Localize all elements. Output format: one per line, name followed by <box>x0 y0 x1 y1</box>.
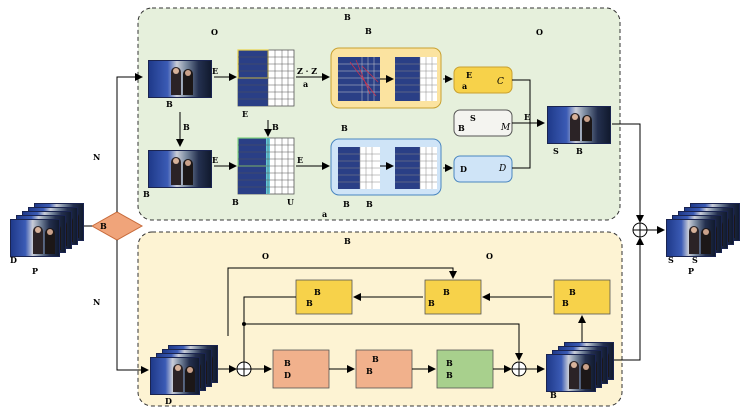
output-sum-plus <box>633 223 647 237</box>
branch-lower-line <box>116 240 149 374</box>
output-caption-2: S <box>692 255 698 265</box>
box-green-line1: B <box>446 358 453 368</box>
box-top-left-line2: B <box>306 298 313 308</box>
branch-upper-line <box>116 73 143 212</box>
merge-label: E <box>524 112 531 122</box>
output-caption-1: S <box>668 255 674 265</box>
top-result-frame <box>547 106 611 144</box>
box-m-left-sub: B <box>458 123 465 133</box>
grid1-caption: E <box>242 109 249 119</box>
bottom-panel-title: B <box>344 236 351 246</box>
frame2-caption: B <box>143 189 150 199</box>
decision-label: B <box>100 221 107 231</box>
top-frame-2 <box>148 150 212 188</box>
arrow-left-to-sum <box>243 296 296 322</box>
box-top-right <box>553 279 611 315</box>
box-top-mid-line2: B <box>428 298 435 308</box>
correlation-grids <box>338 57 437 101</box>
box-orange-1 <box>272 349 330 389</box>
top-panel-title: B <box>344 12 351 22</box>
arrow-right-label: Z · Z <box>297 66 318 76</box>
box-orange2-line1: B <box>372 354 379 364</box>
box-orange1-line1: B <box>284 358 291 368</box>
blue-block-caption-1: B <box>341 123 348 133</box>
arrow-down2-label: B <box>272 122 279 132</box>
box-m-var: M <box>501 123 511 133</box>
box-d-var: D <box>499 164 507 174</box>
box-top-right-line1: B <box>569 287 576 297</box>
skip-dot <box>242 322 246 326</box>
box-top-mid-line1: B <box>443 287 450 297</box>
box-top-left <box>295 279 353 315</box>
box-d-left: D <box>460 164 467 174</box>
branch-upper-label: N <box>93 152 101 162</box>
branch-lower-label: N <box>93 297 101 307</box>
top-bottom-center-label: a <box>322 209 328 219</box>
box-green-line2: B <box>446 370 453 380</box>
sum-node-1-plus <box>237 362 251 376</box>
result-caption-2: B <box>576 146 583 156</box>
decision-diamond <box>90 211 144 241</box>
result-caption-1: S <box>553 146 559 156</box>
box-c-left: E <box>466 70 473 80</box>
grid-block-2 <box>237 137 295 195</box>
bottom-panel <box>137 231 623 407</box>
sum-node-2-plus <box>512 362 526 376</box>
box-top-mid <box>424 279 482 315</box>
frame1-side: E <box>212 66 219 76</box>
bottom-panel-marker-right: O <box>486 251 493 261</box>
box-orange1-line2: D <box>284 370 291 380</box>
yellow-block-caption: B <box>365 26 372 36</box>
input-caption: D <box>10 255 17 265</box>
blue-block-caption-2: B <box>343 199 350 209</box>
bottom-frames-out-caption: B <box>550 390 557 400</box>
skip-connection <box>243 323 523 362</box>
top-frame-1 <box>148 60 212 98</box>
box-orange-2 <box>355 349 413 389</box>
box-m-left: S <box>470 113 476 123</box>
input-label: P <box>32 266 39 276</box>
output-label: P <box>688 266 695 276</box>
matching-grids <box>338 147 437 189</box>
box-orange2-line2: B <box>366 366 373 376</box>
top-result-to-sum <box>612 123 644 223</box>
bottom-result-to-sum <box>612 237 644 361</box>
blue-block-caption-3: B <box>366 199 373 209</box>
bottom-frames-in-caption: D <box>165 396 172 406</box>
bottom-panel-marker-left: O <box>262 251 269 261</box>
box-c-left-sub: a <box>462 81 468 91</box>
arrow-right-sub: a <box>303 79 309 89</box>
box-c-var: C <box>497 77 504 87</box>
box-top-left-line1: B <box>314 287 321 297</box>
box-d <box>453 155 513 183</box>
box-green <box>436 349 494 389</box>
arrow-right2-label: E <box>297 155 304 165</box>
grid-block-1 <box>237 49 295 107</box>
box-top-right-line2: B <box>562 298 569 308</box>
frame1-caption: B <box>166 99 173 109</box>
top-panel-marker-left: O <box>211 27 218 37</box>
grid2-sub: U <box>287 197 294 207</box>
arrow-top-loop <box>227 267 457 336</box>
grid2-caption: B <box>232 197 239 207</box>
frame2-side: E <box>212 155 219 165</box>
arrow-down-label: B <box>183 122 190 132</box>
top-panel-marker-right: O <box>536 27 543 37</box>
